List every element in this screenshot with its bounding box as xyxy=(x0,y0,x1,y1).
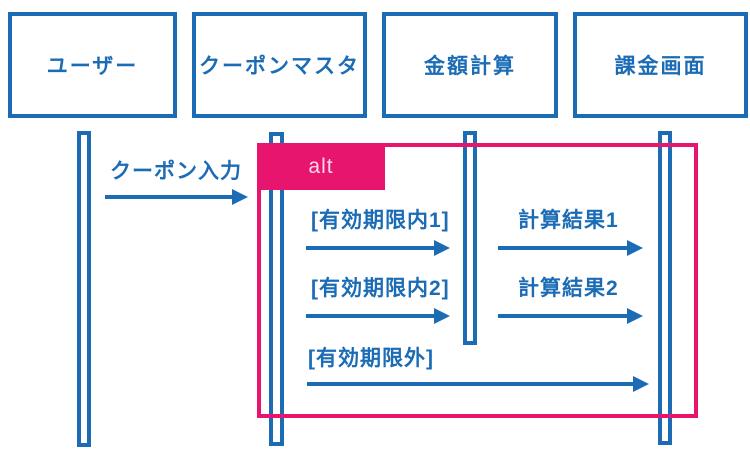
actor-box-coupon-master: クーポンマスタ xyxy=(192,12,367,118)
actor-label-coupon-master: クーポンマスタ xyxy=(199,55,360,78)
message-label-valid-1: [有効期限内1] xyxy=(311,209,450,232)
lifeline-bar-user xyxy=(77,131,91,447)
message-label-result-1: 計算結果1 xyxy=(518,209,619,232)
actor-box-amount-calculation: 金額計算 xyxy=(382,12,558,118)
alt-operator-label: alt xyxy=(308,154,334,178)
arrow-head-icon xyxy=(633,376,649,392)
actor-label-amount-calculation: 金額計算 xyxy=(424,55,516,78)
arrow-shaft xyxy=(306,246,437,250)
arrow-head-icon xyxy=(627,308,643,324)
arrow-shaft xyxy=(498,314,630,318)
arrow-shaft xyxy=(306,314,437,318)
message-label-coupon-input: クーポン入力 xyxy=(110,160,242,183)
arrow-head-icon xyxy=(232,189,248,205)
arrow-shaft xyxy=(498,246,630,250)
alt-fragment-frame xyxy=(257,143,698,418)
lifeline-bar-billing-screen xyxy=(658,131,672,445)
arrow-head-icon xyxy=(434,308,450,324)
message-label-valid-2: [有効期限内2] xyxy=(311,277,450,300)
message-label-expired: [有効期限外] xyxy=(308,347,434,370)
arrow-head-icon xyxy=(434,240,450,256)
arrow-shaft xyxy=(105,195,235,199)
message-label-result-2: 計算結果2 xyxy=(518,277,619,300)
lifeline-bar-coupon-master xyxy=(269,132,284,446)
actor-label-billing-screen: 課金画面 xyxy=(614,55,707,78)
actor-box-billing-screen: 課金画面 xyxy=(573,12,748,118)
actor-label-user: ユーザー xyxy=(46,55,139,78)
lifeline-bar-amount-calculation xyxy=(463,131,477,345)
alt-fragment-operator: alt xyxy=(257,143,385,190)
arrow-head-icon xyxy=(627,240,643,256)
arrow-shaft xyxy=(307,382,636,386)
actor-box-user: ユーザー xyxy=(8,12,177,118)
